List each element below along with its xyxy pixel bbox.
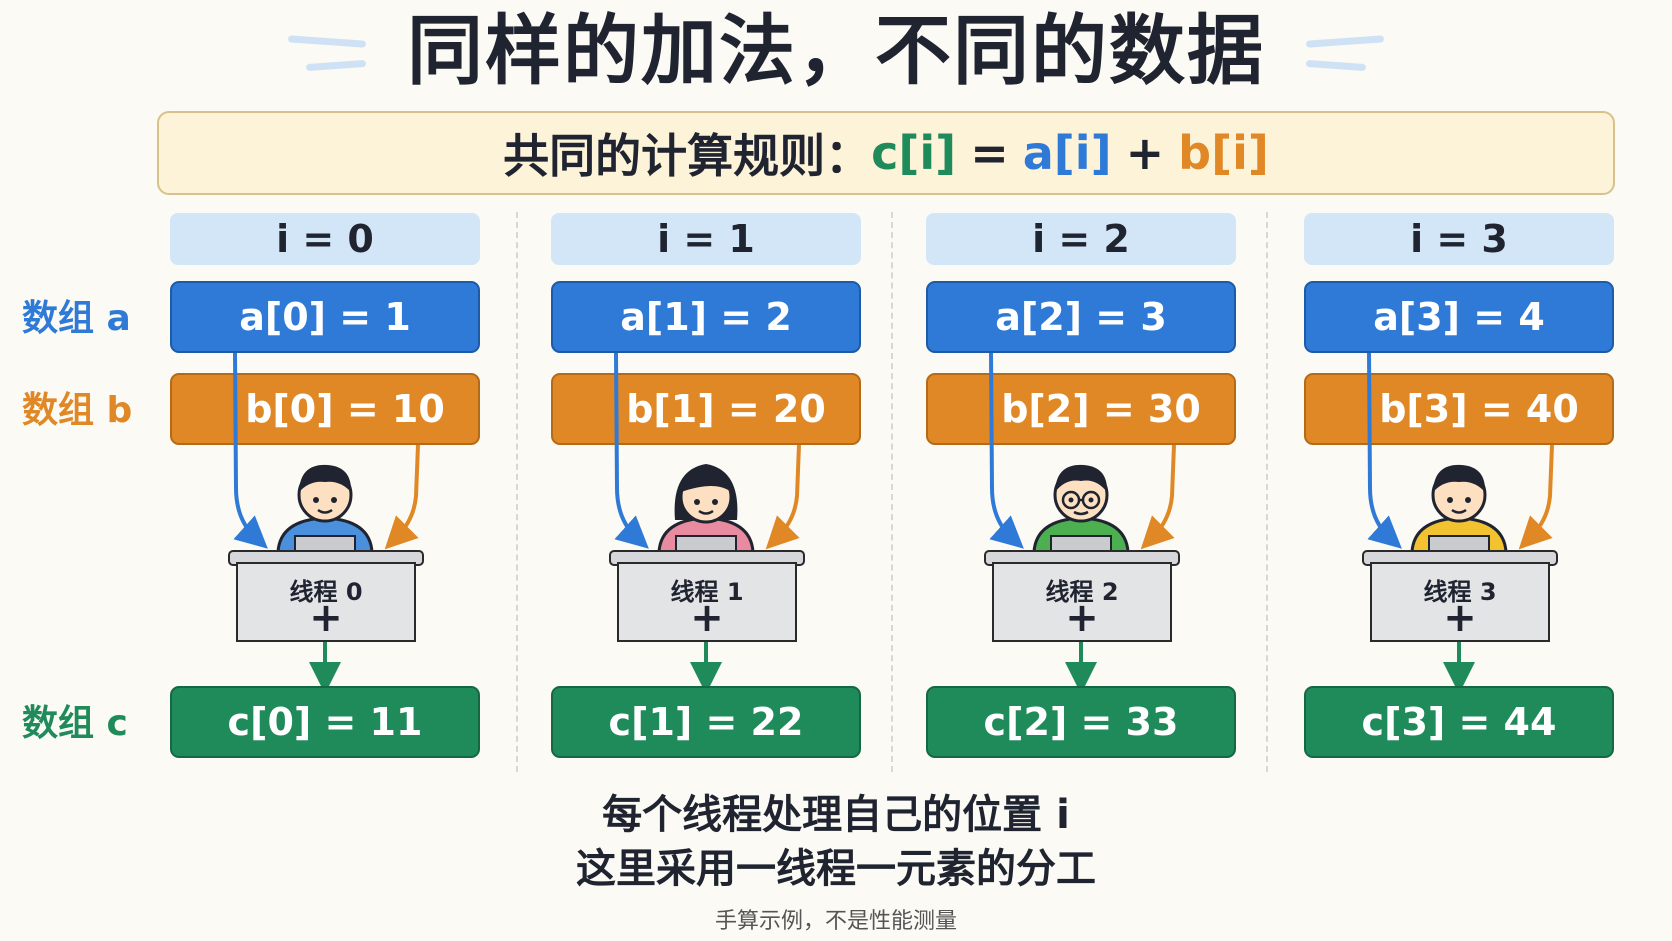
arrow-b-to-thread <box>1140 444 1176 550</box>
thread-label: 线程 1 <box>670 578 744 606</box>
page-title: 同样的加法，不同的数据 <box>407 6 1265 95</box>
plus-operator: + <box>1443 595 1477 641</box>
thread-label: 线程 0 <box>289 578 363 606</box>
array-b-element: b[3] = 40 <box>1304 373 1614 445</box>
formula-plus: + <box>1125 126 1165 180</box>
formula-a: a[i] <box>1022 126 1112 180</box>
plus-operator: + <box>690 595 724 641</box>
row-label-b: 数组 b <box>22 390 133 431</box>
plus-operator: + <box>309 595 343 641</box>
arrow-a-to-thread <box>989 352 1024 549</box>
formula-equals: = <box>970 126 1009 180</box>
thread-column-1: i = 1 a[1] = 2 b[1] = 20 线程 1 + c[1] = 2… <box>551 0 861 941</box>
array-a-element: a[1] = 2 <box>551 281 861 353</box>
arrow-b-to-thread <box>384 444 420 550</box>
boy-blue-shirt-icon <box>276 464 374 554</box>
row-label-a: 数组 a <box>22 298 131 339</box>
thread-desk: 线程 1 + <box>617 562 797 642</box>
footnote: 手算示例，不是性能测量 <box>714 909 957 934</box>
girl-pink-shirt-icon <box>657 464 755 554</box>
array-c-element: c[1] = 22 <box>551 686 861 758</box>
array-a-element: a[3] = 4 <box>1304 281 1614 353</box>
arrow-b-to-thread <box>765 444 801 550</box>
caption-line-1: 每个线程处理自己的位置 i <box>602 792 1070 838</box>
index-label: i = 2 <box>926 213 1236 265</box>
thread-column-3: i = 3 a[3] = 4 b[3] = 40 线程 3 + c[3] = 4… <box>1304 0 1614 941</box>
thread-desk: 线程 0 + <box>236 562 416 642</box>
column-divider <box>891 212 893 772</box>
array-b-element: b[0] = 10 <box>170 373 480 445</box>
array-c-element: c[0] = 11 <box>170 686 480 758</box>
index-label: i = 0 <box>170 213 480 265</box>
row-label-c: 数组 c <box>22 703 128 744</box>
thread-desk: 线程 3 + <box>1370 562 1550 642</box>
array-a-element: a[0] = 1 <box>170 281 480 353</box>
data-flow-arrows <box>233 352 420 694</box>
formula-c: c[i] <box>871 126 957 180</box>
array-b-element: b[2] = 30 <box>926 373 1236 445</box>
boy-glasses-green-shirt-icon <box>1032 464 1130 554</box>
column-divider <box>516 212 518 772</box>
data-flow-arrows <box>614 352 801 694</box>
formula-banner: 共同的计算规则： c[i] = a[i] + b[i] <box>157 111 1615 195</box>
arrow-a-to-thread <box>233 352 268 549</box>
thread-desk: 线程 2 + <box>992 562 1172 642</box>
formula-b: b[i] <box>1178 126 1269 180</box>
array-c-element: c[2] = 33 <box>926 686 1236 758</box>
index-label: i = 1 <box>551 213 861 265</box>
column-divider <box>1266 212 1268 772</box>
array-b-element: b[1] = 20 <box>551 373 861 445</box>
thread-column-0: i = 0 a[0] = 1 b[0] = 10 线程 0 + c[0] = 1… <box>170 0 480 941</box>
arrow-b-to-thread <box>1518 444 1554 550</box>
index-label: i = 3 <box>1304 213 1614 265</box>
plus-operator: + <box>1065 595 1099 641</box>
caption-line-2: 这里采用一线程一元素的分工 <box>576 846 1096 892</box>
data-flow-arrows <box>989 352 1176 694</box>
arrow-a-to-thread <box>1367 352 1402 549</box>
thread-label: 线程 3 <box>1423 578 1497 606</box>
array-a-element: a[2] = 3 <box>926 281 1236 353</box>
data-flow-arrows <box>1367 352 1554 694</box>
boy-yellow-shirt-icon <box>1410 464 1508 554</box>
thread-column-2: i = 2 a[2] = 3 b[2] = 30 线程 2 + c[2] = 3… <box>926 0 1236 941</box>
arrow-a-to-thread <box>614 352 649 549</box>
array-c-element: c[3] = 44 <box>1304 686 1614 758</box>
thread-label: 线程 2 <box>1045 578 1119 606</box>
formula-label: 共同的计算规则： <box>503 129 872 183</box>
